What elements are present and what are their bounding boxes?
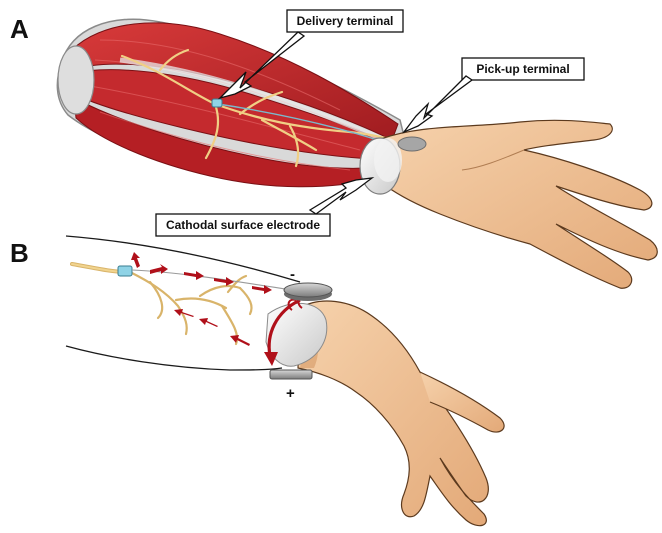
panel-a-letter: A [10, 14, 29, 44]
anode-sign: + [286, 385, 295, 402]
panel-b-letter: B [10, 238, 29, 268]
anode-electrode-b [270, 370, 312, 379]
pick-up-terminal-marker [398, 137, 426, 151]
callout-cathodal-surface-electrode: Cathodal surface electrode [156, 178, 372, 236]
implant-delivery-terminal [212, 99, 222, 107]
implant-b [118, 266, 132, 276]
cathode-electrode-b [284, 283, 332, 301]
elbow-cap [58, 46, 94, 114]
label-delivery-terminal: Delivery terminal [297, 14, 394, 28]
cathode-sign: - [290, 266, 295, 283]
panel-b: B [10, 236, 504, 526]
label-cathodal-surface-electrode: Cathodal surface electrode [166, 218, 320, 232]
hand-b [296, 301, 504, 526]
arrow-pick-up-terminal [404, 76, 472, 132]
forearm-muscle-illustration [57, 19, 410, 187]
label-pick-up-terminal: Pick-up terminal [476, 62, 569, 76]
